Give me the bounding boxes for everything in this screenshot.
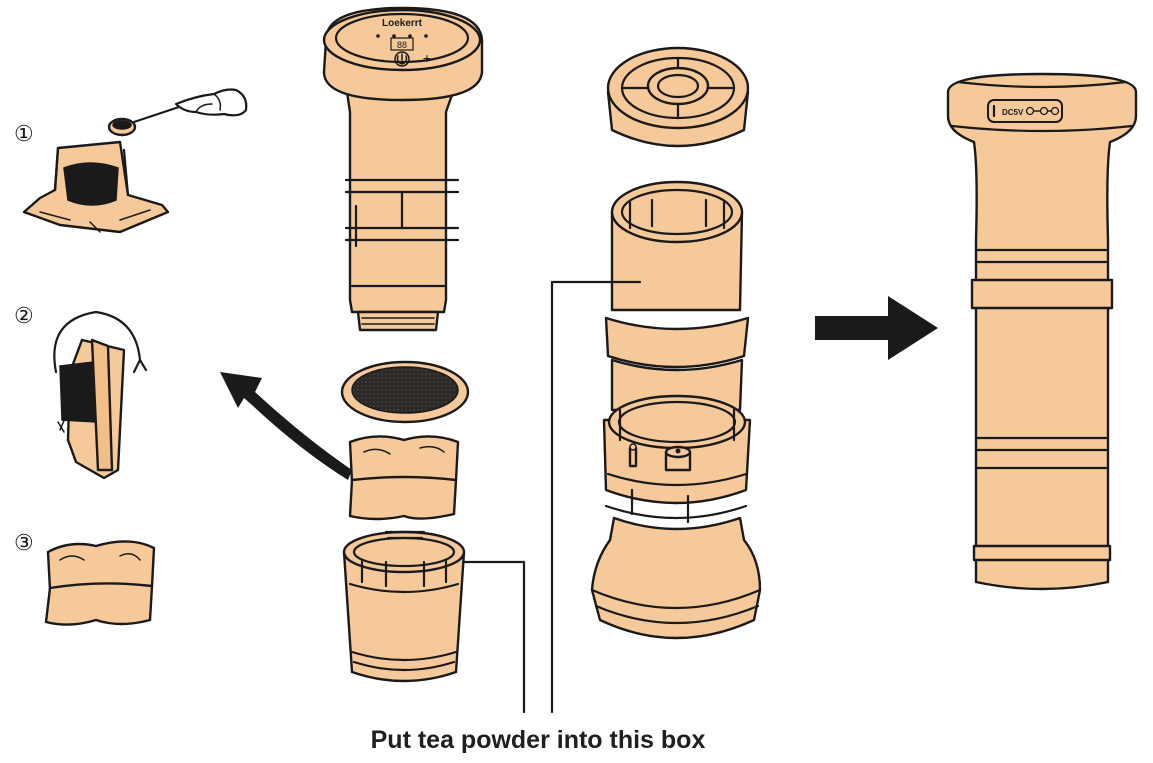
step-2-folding-bag — [53, 310, 148, 480]
step-3-folded-pouch — [44, 540, 156, 626]
panel-plus: + — [423, 50, 431, 66]
step-2-marker: ② — [14, 303, 34, 328]
tea-pouch — [348, 435, 460, 521]
step-1-marker: ① — [14, 121, 34, 146]
leader-lines — [462, 280, 642, 714]
brand-label: Loekerrt — [382, 18, 423, 29]
curved-arrow-to-steps — [220, 372, 352, 480]
port-label: DC5V — [1002, 108, 1024, 117]
top-cap — [606, 46, 750, 148]
tea-powder-box — [342, 530, 466, 683]
panel-minus: — — [373, 54, 384, 66]
caption: Put tea powder into this box — [370, 726, 706, 754]
result-arrow — [815, 296, 938, 360]
panel-display: 88 — [397, 40, 407, 50]
mesh-filter — [340, 360, 470, 424]
control-lid-unit: Loekerrt 88 — + — [322, 6, 484, 332]
step-1-filling-bag — [22, 88, 248, 234]
assembled-device: DC5V — [946, 72, 1138, 591]
step-3-marker: ③ — [14, 530, 34, 555]
brewing-chamber — [590, 180, 762, 640]
